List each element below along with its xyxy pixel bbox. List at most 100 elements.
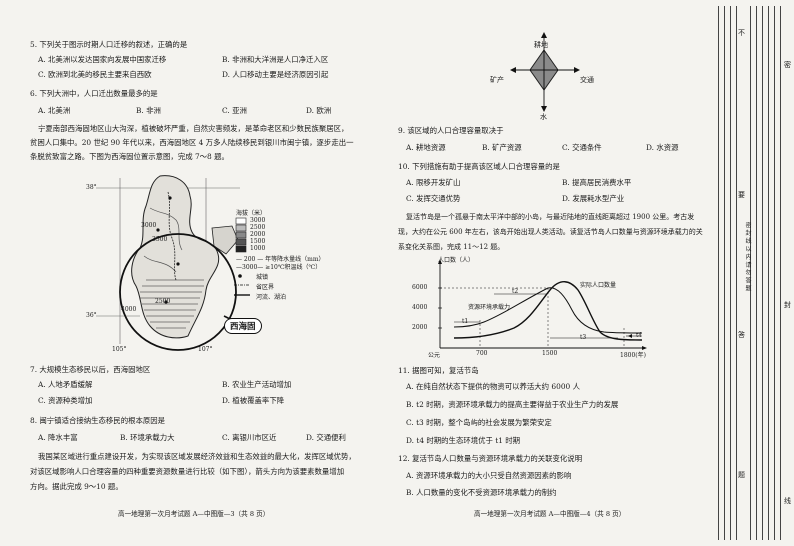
q7-stem: 7. 大规模生态移民以后，西海固地区 [30, 365, 151, 374]
xihaigu-inset-label: 西海固 [224, 318, 262, 334]
xihaigu-map [96, 175, 250, 351]
footer-right: 高一地理第一次月考试题 A—中图版—4（共 8 页） [474, 510, 626, 518]
q6-option-d: D. 欧洲 [306, 106, 332, 115]
q5-option-c: C. 欧洲到北美的移民主要来自西欧 [38, 70, 152, 79]
q12-option-a: A. 资源环境承载力的大小只受自然资源因素的影响 [406, 471, 572, 480]
chart-ytick-2000: 2000 [412, 324, 428, 331]
q6-option-a: A. 北美洲 [38, 106, 71, 115]
q10-option-c: C. 发挥交通优势 [406, 194, 461, 203]
diamond-label-left: 矿产 [490, 76, 504, 84]
chart-ylabel: 人口数（人） [438, 257, 475, 264]
legend-border: 省区界 [256, 284, 275, 291]
strip-char-4: 题 [738, 471, 745, 479]
legend-elev-1500: 1500 [250, 238, 266, 245]
chart-xtick-1500: 1500 [542, 350, 558, 357]
q11-stem: 11. 据图可知，复活节岛 [398, 366, 479, 375]
strip-char-1: 不 [738, 29, 745, 37]
q10-stem: 10. 下列措施有助于提高该区域人口合理容量的是 [398, 162, 560, 171]
q7-option-b: B. 农业生产活动增加 [222, 380, 292, 389]
footer-left: 高一地理第一次月考试题 A—中图版—3（共 8 页） [118, 510, 270, 518]
q11-option-d: D. t4 时期的生态环境优于 t1 时期 [406, 436, 521, 445]
map-lat-38: 38° [86, 184, 97, 191]
chart-period-t4: t4 [636, 332, 643, 339]
q7-option-c: C. 资源种类增加 [38, 396, 93, 405]
q9-option-d: D. 水资源 [646, 143, 679, 152]
q9-option-b: B. 矿产资源 [482, 143, 522, 152]
easter-island-chart [438, 259, 647, 350]
map-lon-105: 105° [112, 346, 127, 353]
chart-period-t2: t2 [512, 288, 519, 295]
q8-option-d: D. 交通便利 [306, 433, 346, 442]
q10-option-b: B. 提高居民消费水平 [562, 178, 632, 187]
q7-option-a: A. 人地矛盾缓解 [38, 380, 93, 389]
intro1-line-1: 宁夏南部西海固地区山大沟深，植被破坏严重，自然灾害频发，是革命老区和少数民族聚居… [38, 124, 349, 133]
q6-option-b: B. 非洲 [136, 106, 161, 115]
strip-char-mi: 密 [784, 61, 791, 69]
legend-elev-1000: 1000 [250, 245, 266, 252]
intro2-line-3: 方向。据此完成 9～10 题。 [30, 482, 123, 491]
intro2-line-2: 对该区域影响人口合理容量的四种重要资源数量进行比较（如下图），箭头方向为该要素数… [30, 467, 345, 476]
chart-series-population: 实际人口数量 [580, 282, 617, 289]
q8-option-a: A. 降水丰富 [38, 433, 78, 442]
q8-stem: 8. 闽宁镇适合接纳生态移民的根本原因是 [30, 416, 166, 425]
map-lon-107: 107° [198, 346, 213, 353]
population-curve [453, 281, 643, 341]
q12-stem: 12. 复活节岛人口数量与资源环境承载力的关联变化说明 [398, 454, 583, 463]
strip-char-feng: 封 [784, 301, 791, 309]
resource-diamond-diagram [510, 32, 580, 112]
q5-stem: 5. 下列关于图示时期人口迁移的叙述，正确的是 [30, 40, 188, 49]
q7-option-d: D. 植被覆盖率下降 [222, 396, 285, 405]
chart-ytick-6000: 6000 [412, 284, 428, 291]
q6-option-c: C. 亚洲 [222, 106, 247, 115]
q5-option-d: D. 人口移动主要是经济原因引起 [222, 70, 329, 79]
legend-temp: —3000— ≥10℃积温线（℃） [236, 264, 322, 271]
legend-elev-3000: 3000 [250, 217, 266, 224]
q11-option-c: C. t3 时期，整个岛屿的社会发展为繁荣安定 [406, 418, 552, 427]
q11-option-a: A. 在纯自然状态下提供的物资可以养活大约 6000 人 [406, 382, 580, 391]
binding-strip: 不 要 答 题 密 封 线 以 内 请 勿 答 题 密 封 线 [716, 0, 794, 546]
map-lat-36: 36° [86, 312, 97, 319]
strip-char-2: 要 [738, 191, 745, 199]
q12-option-b: B. 人口数量的变化不受资源环境承载力的制约 [406, 488, 557, 497]
legend-elev-2000: 2000 [250, 231, 266, 238]
legend-elev-2500: 2500 [250, 224, 266, 231]
intro3-line-1: 复活节岛是一个孤悬于南太平洋中部的小岛，与最近陆地的直线距离超过 1900 公里… [406, 213, 695, 221]
chart-xtick-1800: 1800(年) [620, 352, 646, 359]
right-column: 耕地 矿产 交通 水 9. 该区域的人口合理容量取决于 A. 耕地资源 B. 矿… [394, 0, 716, 546]
strip-seal-note: 密 封 线 以 内 请 勿 答 题 [744, 222, 751, 292]
chart-xtick-700: 700 [476, 350, 488, 357]
intro3-line-2: 现，大约在公元 600 年左右，该岛开始出现人类活动。读复活节岛人口数量与资源环… [398, 228, 703, 236]
diamond-label-bottom: 水 [540, 113, 547, 121]
legend-city: 城镇 [256, 274, 269, 281]
q11-option-b: B. t2 时期，资源环境承载力的提高主要得益于农业生产力的发展 [406, 400, 619, 409]
intro1-line-3: 条脱贫致富之路。下图为西海固位置示意图，完成 7～8 题。 [30, 152, 229, 161]
capacity-curve [453, 287, 643, 334]
q8-option-c: C. 离银川市区近 [222, 433, 277, 442]
left-column: 5. 下列关于图示时期人口迁移的叙述，正确的是 A. 北美洲以发达国家向发展中国… [0, 0, 390, 546]
strip-char-3: 答 [738, 331, 745, 339]
chart-period-t3: t3 [580, 334, 587, 341]
map-contour-3500: 3500 [152, 236, 168, 243]
q9-stem: 9. 该区域的人口合理容量取决于 [398, 126, 504, 135]
q5-option-b: B. 非洲和大洋洲是人口净迁入区 [222, 55, 329, 64]
q5-option-a: A. 北美洲以发达国家向发展中国家迁移 [38, 55, 167, 64]
chart-xlabel: 公元 [428, 352, 441, 359]
map-contour-4000: 4000 [121, 306, 137, 313]
legend-title: 海拔（米） [236, 210, 267, 217]
strip-char-xian: 线 [784, 497, 791, 505]
q9-option-a: A. 耕地资源 [406, 143, 446, 152]
map-contour-3000: 3000 [141, 222, 157, 229]
intro2-line-1: 我国某区域进行重点建设开发，为实现该区域发展经济效益和生态效益的最大化，发挥区域… [38, 452, 356, 461]
q8-option-b: B. 环境承载力大 [120, 433, 175, 442]
q10-option-d: D. 发展耗水型产业 [562, 194, 625, 203]
intro3-line-3: 系变化关系图，完成 11～12 题。 [398, 243, 505, 251]
diamond-label-top: 耕地 [534, 41, 548, 49]
legend-river: 河流、湖泊 [256, 294, 287, 301]
chart-ytick-4000: 4000 [412, 304, 428, 311]
q9-option-c: C. 交通条件 [562, 143, 602, 152]
q6-stem: 6. 下列大洲中，人口迁出数量最多的是 [30, 89, 158, 98]
q10-option-a: A. 限移开发矿山 [406, 178, 461, 187]
intro1-line-2: 贫困人口集中。20 世纪 90 年代以来，西海固地区 4 万多人陆续移民到银川市… [30, 138, 354, 147]
chart-period-t1: t1 [462, 318, 469, 325]
